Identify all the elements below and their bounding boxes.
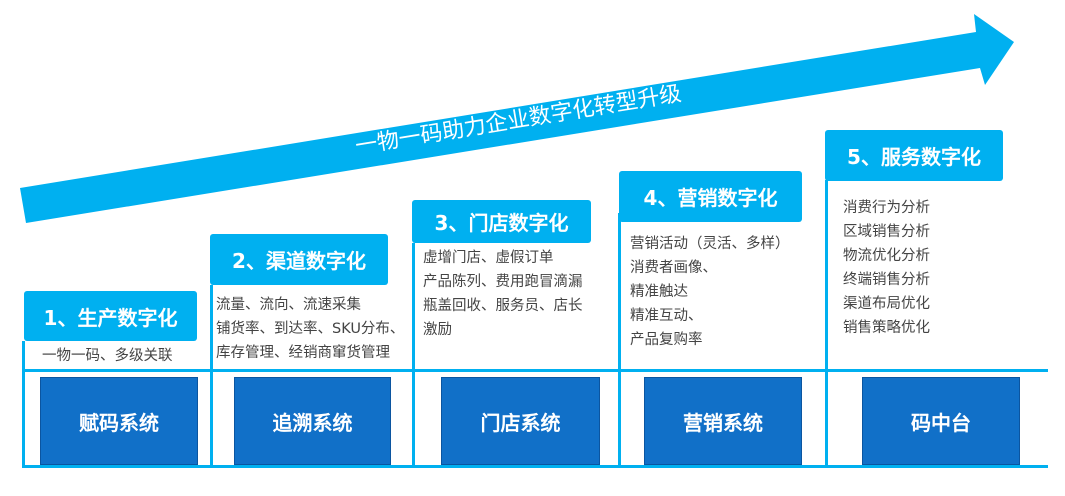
stage-1-title: 1、生产数字化: [24, 291, 197, 341]
stage-1-desc: 一物一码、多级关联: [42, 344, 173, 368]
divider-vertical-5: [825, 180, 828, 468]
desc-line: 消费行为分析: [843, 200, 930, 216]
system-box-store[interactable]: 门店系统: [441, 377, 600, 465]
desc-line: 产品复购率: [630, 332, 703, 348]
desc-line: 精准触达: [630, 284, 688, 300]
desc-line: 一物一码、多级关联: [42, 348, 173, 364]
system-box-code-platform[interactable]: 码中台: [862, 377, 1020, 465]
stage-2-title: 2、渠道数字化: [210, 234, 388, 285]
desc-line: 销售策略优化: [843, 320, 930, 336]
desc-line: 虚增门店、虚假订单: [423, 250, 554, 266]
desc-line: 产品陈列、费用跑冒滴漏: [423, 274, 583, 290]
stage-3-desc: 虚增门店、虚假订单 产品陈列、费用跑冒滴漏 瓶盖回收、服务员、店长 激励: [423, 246, 583, 342]
stage-4-desc: 营销活动（灵活、多样） 消费者画像、 精准触达 精准互动、 产品复购率: [630, 232, 790, 352]
stage-5-desc: 消费行为分析 区域销售分析 物流优化分析 终端销售分析 渠道布局优化 销售策略优…: [843, 196, 930, 340]
desc-line: 精准互动、: [630, 308, 703, 324]
divider-horizontal-top: [22, 369, 1048, 372]
desc-line: 渠道布局优化: [843, 296, 930, 312]
stage-3-title: 3、门店数字化: [412, 200, 591, 243]
divider-vertical-4: [618, 213, 621, 468]
desc-line: 物流优化分析: [843, 248, 930, 264]
divider-vertical-2: [210, 285, 213, 468]
desc-line: 库存管理、经销商窜货管理: [216, 345, 390, 361]
desc-line: 消费者画像、: [630, 260, 717, 276]
divider-vertical-3: [412, 243, 415, 468]
system-box-trace[interactable]: 追溯系统: [234, 377, 391, 465]
divider-horizontal-bottom: [22, 465, 1048, 468]
desc-line: 区域销售分析: [843, 224, 930, 240]
desc-line: 铺货率、到达率、SKU分布、: [216, 321, 405, 337]
system-box-coding[interactable]: 赋码系统: [40, 377, 198, 465]
stage-5-title: 5、服务数字化: [825, 130, 1003, 181]
divider-vertical-1: [22, 341, 25, 468]
stage-2-desc: 流量、流向、流速采集 铺货率、到达率、SKU分布、 库存管理、经销商窜货管理: [216, 293, 404, 365]
stage-4-title: 4、营销数字化: [619, 171, 802, 222]
desc-line: 终端销售分析: [843, 272, 930, 288]
desc-line: 激励: [423, 322, 452, 338]
system-box-marketing[interactable]: 营销系统: [644, 377, 802, 465]
desc-line: 营销活动（灵活、多样）: [630, 236, 790, 252]
desc-line: 瓶盖回收、服务员、店长: [423, 298, 583, 314]
desc-line: 流量、流向、流速采集: [216, 297, 361, 313]
